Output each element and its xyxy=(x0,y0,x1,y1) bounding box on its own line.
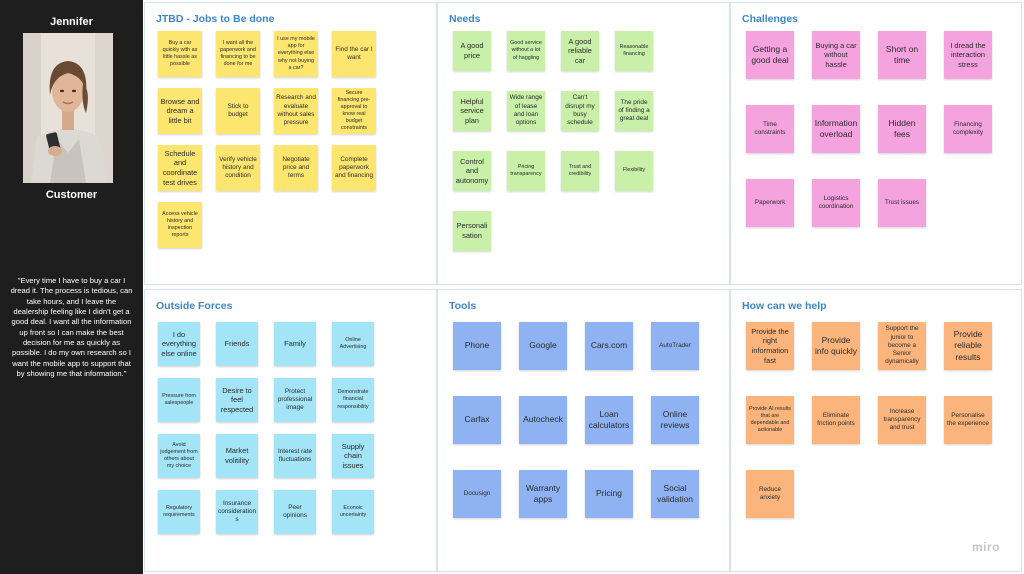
sticky-note[interactable]: Personalisation xyxy=(453,211,491,251)
sticky-note[interactable]: Econoic uncertainty xyxy=(332,490,374,534)
sticky-note[interactable]: Loan calculators xyxy=(585,396,633,444)
sticky-note[interactable]: I do everything else online xyxy=(158,322,200,366)
sticky-note[interactable]: Verify vehicle history and condition xyxy=(216,145,260,191)
panel-title: Outside Forces xyxy=(156,300,233,312)
panel-jtbd: JTBD - Jobs to Be done Buy a car quickly… xyxy=(144,2,437,285)
sticky-note[interactable]: Stick to budget xyxy=(216,88,260,134)
sticky-note[interactable]: Insurance considerations xyxy=(216,490,258,534)
panel-outside-forces: Outside Forces I do everything else onli… xyxy=(144,289,437,572)
panel-how-can-we-help: How can we help Provide the right inform… xyxy=(730,289,1022,572)
panel-title: How can we help xyxy=(742,300,827,312)
sticky-note[interactable]: A good price xyxy=(453,31,491,71)
sticky-note[interactable]: Pressure from salespeople xyxy=(158,378,200,422)
sticky-note[interactable]: Supply chain issues xyxy=(332,434,374,478)
sticky-note[interactable]: Pricing transparency xyxy=(507,151,545,191)
sticky-note[interactable]: The pride of finding a great deal xyxy=(615,91,653,131)
sticky-note[interactable]: Provide info quickly xyxy=(812,322,860,370)
sticky-note[interactable]: Protect professional image xyxy=(274,378,316,422)
sticky-note[interactable]: Regulatory requirements xyxy=(158,490,200,534)
sticky-note[interactable]: Buying a car without hassle xyxy=(812,31,860,79)
sticky-note[interactable]: Good service without a lot of haggling xyxy=(507,31,545,71)
sticky-note[interactable]: Trust issues xyxy=(878,179,926,227)
sticky-note[interactable]: Browse and dream a little bit xyxy=(158,88,202,134)
sticky-note[interactable]: Hidden fees xyxy=(878,105,926,153)
sticky-note[interactable]: Market volitility xyxy=(216,434,258,478)
panel-title: Needs xyxy=(449,13,481,25)
panel-title: JTBD - Jobs to Be done xyxy=(156,13,275,25)
sticky-note[interactable]: Can't disrupt my busy schedule xyxy=(561,91,599,131)
sticky-note[interactable]: Provide the right information fast xyxy=(746,322,794,370)
sticky-note[interactable]: Helpful service plan xyxy=(453,91,491,131)
sticky-note[interactable]: Buy a car quickly with as little hassle … xyxy=(158,31,202,77)
sticky-note[interactable]: Friends xyxy=(216,322,258,366)
sticky-note[interactable]: Access vehicle history and inspection re… xyxy=(158,202,202,248)
panel-needs: Needs A good price Good service without a… xyxy=(437,2,730,285)
persona-quote: "Every time I have to buy a car I dread … xyxy=(10,276,133,378)
sticky-note[interactable]: Secure financing pre-approval to know re… xyxy=(332,88,376,134)
sticky-note[interactable]: Family xyxy=(274,322,316,366)
sticky-note[interactable]: A good reliable car xyxy=(561,31,599,71)
sticky-note[interactable]: I dread the interaction stress xyxy=(944,31,992,79)
sticky-note[interactable]: Increase transparency and trust xyxy=(878,396,926,444)
sticky-note[interactable]: Negotiate price and terms xyxy=(274,145,318,191)
sticky-note[interactable]: Google xyxy=(519,322,567,370)
sticky-note[interactable]: Information overload xyxy=(812,105,860,153)
sticky-note[interactable]: Social validation xyxy=(651,470,699,518)
sticky-note[interactable]: Research and evaluate without sales pres… xyxy=(274,88,318,134)
sticky-note[interactable]: I use my mobile app for everything else … xyxy=(274,31,318,77)
sticky-note[interactable]: Flexibility xyxy=(615,151,653,191)
sticky-note[interactable]: Phone xyxy=(453,322,501,370)
panel-title: Challenges xyxy=(742,13,799,25)
sticky-note[interactable]: Time constraints xyxy=(746,105,794,153)
sticky-note[interactable]: Desire to feel respected xyxy=(216,378,258,422)
sticky-note[interactable]: Complete paperwork and financing xyxy=(332,145,376,191)
sticky-note[interactable]: Logistics coordination xyxy=(812,179,860,227)
miro-logo: miro xyxy=(971,540,1000,554)
sticky-note[interactable]: Find the car I want xyxy=(332,31,376,77)
sticky-note[interactable]: Provide AI results that are dependable a… xyxy=(746,396,794,444)
sticky-note[interactable]: Autocheck xyxy=(519,396,567,444)
sticky-note[interactable]: Getting a good deal xyxy=(746,31,794,79)
persona-photo-icon xyxy=(23,33,113,183)
sticky-note[interactable]: AutoTrader xyxy=(651,322,699,370)
persona-sidebar: Jennifer Customer "Every time I have to … xyxy=(0,0,143,574)
sticky-note[interactable]: Carfax xyxy=(453,396,501,444)
sticky-note[interactable]: Online Advertising xyxy=(332,322,374,366)
persona-role: Customer xyxy=(45,189,98,201)
panel-title: Tools xyxy=(449,300,477,312)
sticky-note[interactable]: Financing complexity xyxy=(944,105,992,153)
panel-challenges: Challenges Getting a good deal Buying a c… xyxy=(730,2,1022,285)
sticky-note[interactable]: Wide range of lease and loan options xyxy=(507,91,545,131)
sticky-note[interactable]: Schedule and coordinate test drives xyxy=(158,145,202,191)
sticky-note[interactable]: I want all the paperwork and financing t… xyxy=(216,31,260,77)
sticky-note[interactable]: Avoid judgement from others about my cho… xyxy=(158,434,200,478)
sticky-note[interactable]: Short on time xyxy=(878,31,926,79)
sticky-note[interactable]: Provide reliable results xyxy=(944,322,992,370)
sticky-note[interactable]: Online reviews xyxy=(651,396,699,444)
persona-name: Jennifer xyxy=(50,16,93,28)
sticky-note[interactable]: Personalise the experience xyxy=(944,396,992,444)
sticky-note[interactable]: Trust and credibility xyxy=(561,151,599,191)
sticky-note[interactable]: Docusign xyxy=(453,470,501,518)
persona-avatar xyxy=(23,33,113,183)
sticky-note[interactable]: Reasonable financing xyxy=(615,31,653,71)
sticky-note[interactable]: Cars.com xyxy=(585,322,633,370)
sticky-note[interactable]: Warranty apps xyxy=(519,470,567,518)
sticky-note[interactable]: Eliminate friction points xyxy=(812,396,860,444)
sticky-note[interactable]: Peer opinions xyxy=(274,490,316,534)
sticky-note[interactable]: Control and autonomy xyxy=(453,151,491,191)
sticky-note[interactable]: Paperwork xyxy=(746,179,794,227)
sticky-note[interactable]: Demonstrate financial responsibility xyxy=(332,378,374,422)
sticky-note[interactable]: Support the junior to become a Senior dy… xyxy=(878,322,926,370)
sticky-note[interactable]: Interest rate fluctuations xyxy=(274,434,316,478)
sticky-note[interactable]: Reduce anxiety xyxy=(746,470,794,518)
sticky-note[interactable]: Pricing xyxy=(585,470,633,518)
